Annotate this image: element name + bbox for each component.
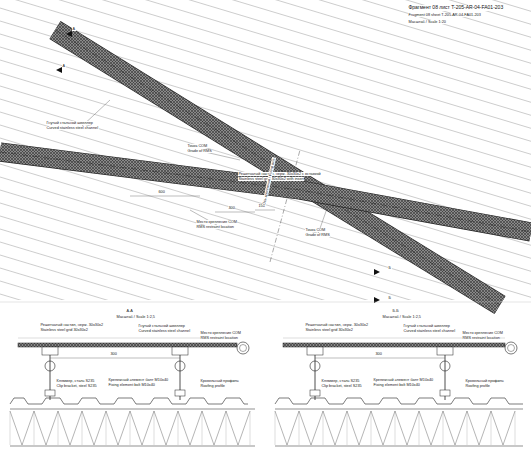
section-drawing [10, 338, 255, 446]
annotation: А [62, 64, 66, 68]
annotation: А [72, 27, 76, 31]
annotation: Место крепления СОМ [462, 331, 503, 335]
annotation: Точка СОМ [187, 144, 208, 148]
drawing-line [0, 302, 531, 303]
annotation: Место крепления СОМ [200, 331, 241, 335]
sheet-title: Фрагмент 08 лист T-205-AR-04-FA01-203 [408, 5, 504, 11]
annotation: Гнутый стальной швеллер [403, 324, 450, 328]
annotation: Решетчатый настил, нерж. 30x30x2 с встав… [238, 172, 321, 176]
annotation: Б [388, 266, 392, 270]
section-drawing [275, 338, 523, 446]
annotation: Roofing profile [465, 384, 490, 388]
walkway-band [0, 152, 531, 232]
annotation: Масштаб / Scale 1:20 [408, 20, 446, 24]
annotation: Б [388, 296, 392, 300]
annotation: Ось крепления / Fixing axis [262, 158, 276, 206]
annotation: RMS restraint location [200, 336, 238, 340]
dimension: 600 [158, 190, 165, 194]
section-arrow [374, 269, 380, 275]
annotation: Место крепления СОМ [196, 220, 237, 224]
annotation: Точка СОМ [305, 228, 326, 232]
annotation: Clip bracket, steel S235 [56, 384, 97, 388]
annotation: Крепежный элемент болт М10x40 [108, 378, 169, 382]
annotation: Fixing element bolt M10x40 [373, 383, 420, 387]
annotation: Кляммер, сталь S235 [321, 379, 360, 383]
annotation: Grade of RMS [187, 149, 212, 153]
annotation: Б-Б [392, 309, 399, 313]
annotation: Stainless steel grid 30x30x2 [40, 328, 88, 332]
annotation: Гнутый стальной швеллер [138, 324, 185, 328]
annotation: Grade of RMS [305, 233, 330, 237]
drawing-line [255, 184, 290, 185]
seam-line [0, 112, 531, 271]
annotation: RMS restraint location [196, 225, 234, 229]
annotation: Curved stainless steel channel [138, 329, 191, 333]
annotation: Гнутый стальной швеллер [46, 121, 93, 125]
annotation: RMS restraint location [462, 336, 500, 340]
annotation: Крепежный элемент болт М10x40 [373, 378, 434, 382]
seam-line [0, 0, 531, 128]
annotation: Решетчатый настил, нерж. 30x30x2 [40, 323, 104, 327]
annotation: Clip bracket, steel S235 [321, 384, 362, 388]
dimension: 300 [228, 206, 235, 210]
axis-line [270, 150, 300, 262]
annotation: Roofing profile [200, 384, 225, 388]
seam-line [0, 0, 531, 24]
annotation: Fixing element bolt M10x40 [108, 383, 155, 387]
annotation: Fragment 08 sheet T-205-AR-04-FA01-203 [408, 13, 481, 17]
annotation: Кляммер, сталь S235 [56, 379, 95, 383]
seam-line [0, 8, 531, 167]
drawing-line [130, 196, 200, 197]
roof-seams [0, 0, 531, 300]
annotation: Решетчатый настил, нерж. 30x30x2 [305, 323, 369, 327]
annotation: Кровельный профиль [200, 379, 239, 383]
annotation: А-А [126, 309, 133, 313]
seam-line [0, 0, 531, 154]
drawing-line [215, 212, 255, 213]
annotation: Масштаб / Scale 1:2,5 [382, 315, 421, 319]
dimension: 300 [375, 352, 382, 356]
section-arrow [66, 31, 72, 37]
drawing-line [205, 152, 240, 160]
annotation: Curved stainless steel channel [46, 126, 99, 130]
dimension: 300 [110, 352, 117, 356]
annotation: Curved stainless steel channel [403, 329, 456, 333]
annotation: Масштаб / Scale 1:2,5 [116, 315, 155, 319]
drawing-line [255, 210, 275, 211]
seam-line [0, 294, 531, 300]
annotation: Stainless steel grid 30x30x2 [305, 328, 353, 332]
seam-line [0, 60, 531, 219]
seam-line [0, 99, 531, 258]
annotation: Кровельный профиль [465, 379, 504, 383]
